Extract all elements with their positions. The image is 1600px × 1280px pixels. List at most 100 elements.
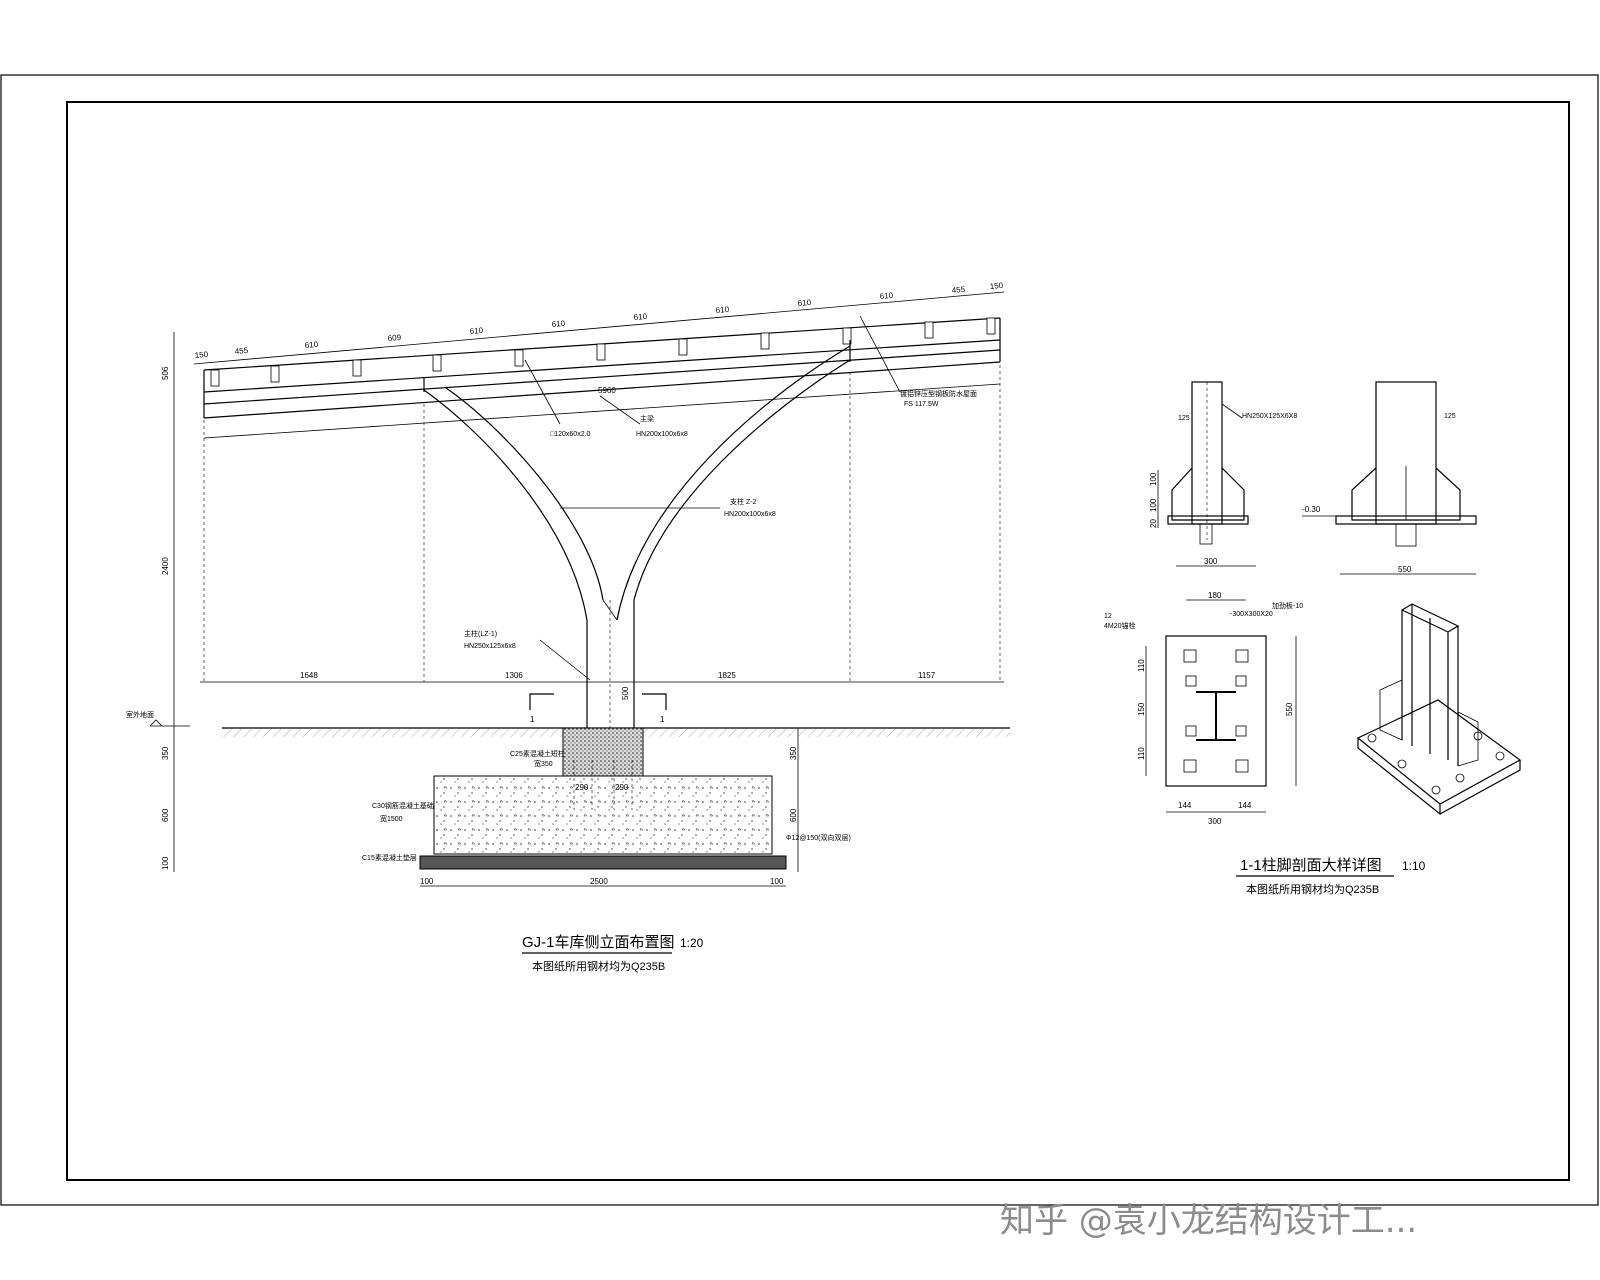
right-dim: 350 [789, 746, 798, 760]
plate-label: -300X300X20 [1230, 611, 1273, 618]
leader-labels: □120x60x2.0 主梁 HN200x100x6x8 支柱 Z-2 HN20… [362, 315, 977, 862]
rafter-span-dim: 5960 [598, 386, 616, 395]
grid-lines [203, 365, 1001, 682]
branch-name: 支柱 Z-2 [730, 497, 757, 506]
plan-left-dim: 110 [1137, 747, 1146, 760]
roof-label: FS 117.5W [904, 401, 939, 408]
main-column [586, 599, 635, 728]
anchor-dim: 290 [575, 783, 589, 792]
elevation-scale: 1:20 [680, 936, 704, 950]
section-mark: 1 [530, 715, 535, 724]
footing-dim: 2500 [590, 877, 608, 886]
inner-frame [66, 101, 1570, 1181]
elevation-title: GJ-1车库侧立面布置图 [522, 934, 675, 951]
branch-label: HN200x100x6x8 [724, 511, 776, 518]
top-dim: 609 [387, 333, 402, 343]
ground-label: 室外地面 [126, 710, 154, 719]
top-dim: 610 [469, 326, 484, 336]
detail-elevation-1: 300 100 100 20 HN250X125X6X8 125 [1149, 381, 1297, 567]
elev2-width-dim: 550 [1398, 565, 1412, 574]
rebar-label: Φ12@150(双向双层) [786, 833, 851, 842]
left-dim: 350 [161, 746, 170, 760]
detail-elevation-2: 550 -0.30 125 [1302, 381, 1477, 575]
watermark: 知乎 @袁小龙结构设计工... [1000, 1201, 1417, 1241]
plan-dim: 144 [1238, 801, 1252, 810]
plan-top-dim: 180 [1208, 591, 1222, 600]
elevation-note: 本图纸所用钢材均为Q235B [532, 959, 665, 973]
level-label: -0.30 [1302, 505, 1321, 514]
elev-height-dim: 100 [1149, 498, 1158, 512]
bottom-dim: 1648 [300, 671, 318, 680]
weld-label: 12 [1104, 613, 1112, 620]
top-dim: 150 [989, 281, 1004, 291]
top-dim: 455 [951, 285, 966, 295]
footing-label: 宽1500 [380, 814, 403, 823]
bottom-dim: 1825 [718, 671, 736, 680]
left-dim: 600 [161, 808, 170, 822]
right-dim: 600 [789, 808, 798, 822]
anchor-dim: 290 [615, 783, 629, 792]
elev-width-dim: 300 [1204, 557, 1218, 566]
plan-dim: 144 [1178, 801, 1192, 810]
left-dims: 506 2400 350 600 100 [161, 332, 175, 872]
column-label: HN250x125x6x8 [464, 643, 516, 650]
footing [433, 775, 773, 855]
main-beam-name: 主梁 [640, 414, 654, 423]
right-dims: 350 600 500 [621, 686, 799, 872]
left-dim: 506 [161, 366, 170, 380]
roof-name: 镀铝锌压型钢板防水屋面 [900, 389, 977, 398]
column-name: 主柱(LZ-1) [464, 629, 497, 638]
bottom-dim: 1306 [505, 671, 523, 680]
bottom-dim: 1157 [918, 671, 936, 680]
footing-dim: 100 [420, 877, 434, 886]
bedding-label: C15素混凝土垫层 [362, 853, 417, 862]
footing-dim: 100 [770, 877, 784, 886]
detail-isometric [1356, 603, 1522, 816]
purlin-label: □120x60x2.0 [550, 431, 591, 438]
top-dim: 610 [551, 319, 566, 329]
plan-left-dim: 110 [1137, 659, 1146, 672]
column-dim: 500 [621, 686, 630, 700]
pier-label: 宽350 [534, 759, 553, 768]
bottom-dims: 1648 1306 1825 1157 [200, 671, 1004, 683]
top-dim: 610 [797, 298, 812, 308]
footing-dims: 100 2500 100 [420, 877, 786, 887]
detail-column-label: HN250X125X6X8 [1242, 413, 1297, 420]
roof-rafter [203, 317, 1001, 439]
footing-name: C30钢筋混凝土基础 [372, 801, 434, 810]
elevation-view: 150 455 610 609 610 610 610 610 610 610 … [126, 281, 1010, 973]
outer-border [0, 74, 1599, 1206]
top-dim: 125 [1178, 415, 1190, 422]
top-dim: 125 [1444, 413, 1456, 420]
plan-dim: 300 [1208, 817, 1222, 826]
detail-note: 本图纸所用钢材均为Q235B [1246, 882, 1379, 896]
bolt-label: 4M20锚栓 [1104, 621, 1136, 630]
purlins [210, 317, 996, 387]
top-dim: 150 [194, 350, 209, 360]
detail-scale: 1:10 [1402, 859, 1426, 873]
main-beam-label: HN200x100x6x8 [636, 431, 688, 438]
left-dim: 100 [161, 856, 170, 870]
elev-height-dim: 100 [1149, 472, 1158, 486]
section-marks: 1 1 [529, 693, 667, 724]
top-dim: 610 [633, 312, 648, 322]
concrete-pier [562, 727, 644, 777]
bedding [419, 855, 787, 870]
plan-left-dim: 150 [1137, 702, 1146, 716]
top-dims: 150 455 610 609 610 610 610 610 610 610 … [193, 281, 1005, 365]
elev-height-dim: 20 [1149, 519, 1158, 528]
y-branches [423, 340, 851, 621]
detail-plan: 144 144 300 180 550 110 150 110 -300X300… [1104, 591, 1303, 826]
left-dim: 2400 [161, 557, 170, 575]
detail-view: 300 100 100 20 HN250X125X6X8 125 550 -0.… [1104, 381, 1522, 896]
top-dim: 455 [234, 346, 249, 356]
top-dim: 610 [304, 340, 319, 350]
top-dim: 610 [715, 305, 730, 315]
anchor-bolts: 290 290 [573, 760, 633, 810]
detail-title: 1-1柱脚剖面大样详图 [1240, 857, 1382, 874]
pier-name: C25素混凝土短柱 [510, 749, 565, 758]
top-dim: 610 [879, 291, 894, 301]
stiffener-label: 加劲板-10 [1272, 601, 1303, 610]
section-mark: 1 [660, 715, 665, 724]
